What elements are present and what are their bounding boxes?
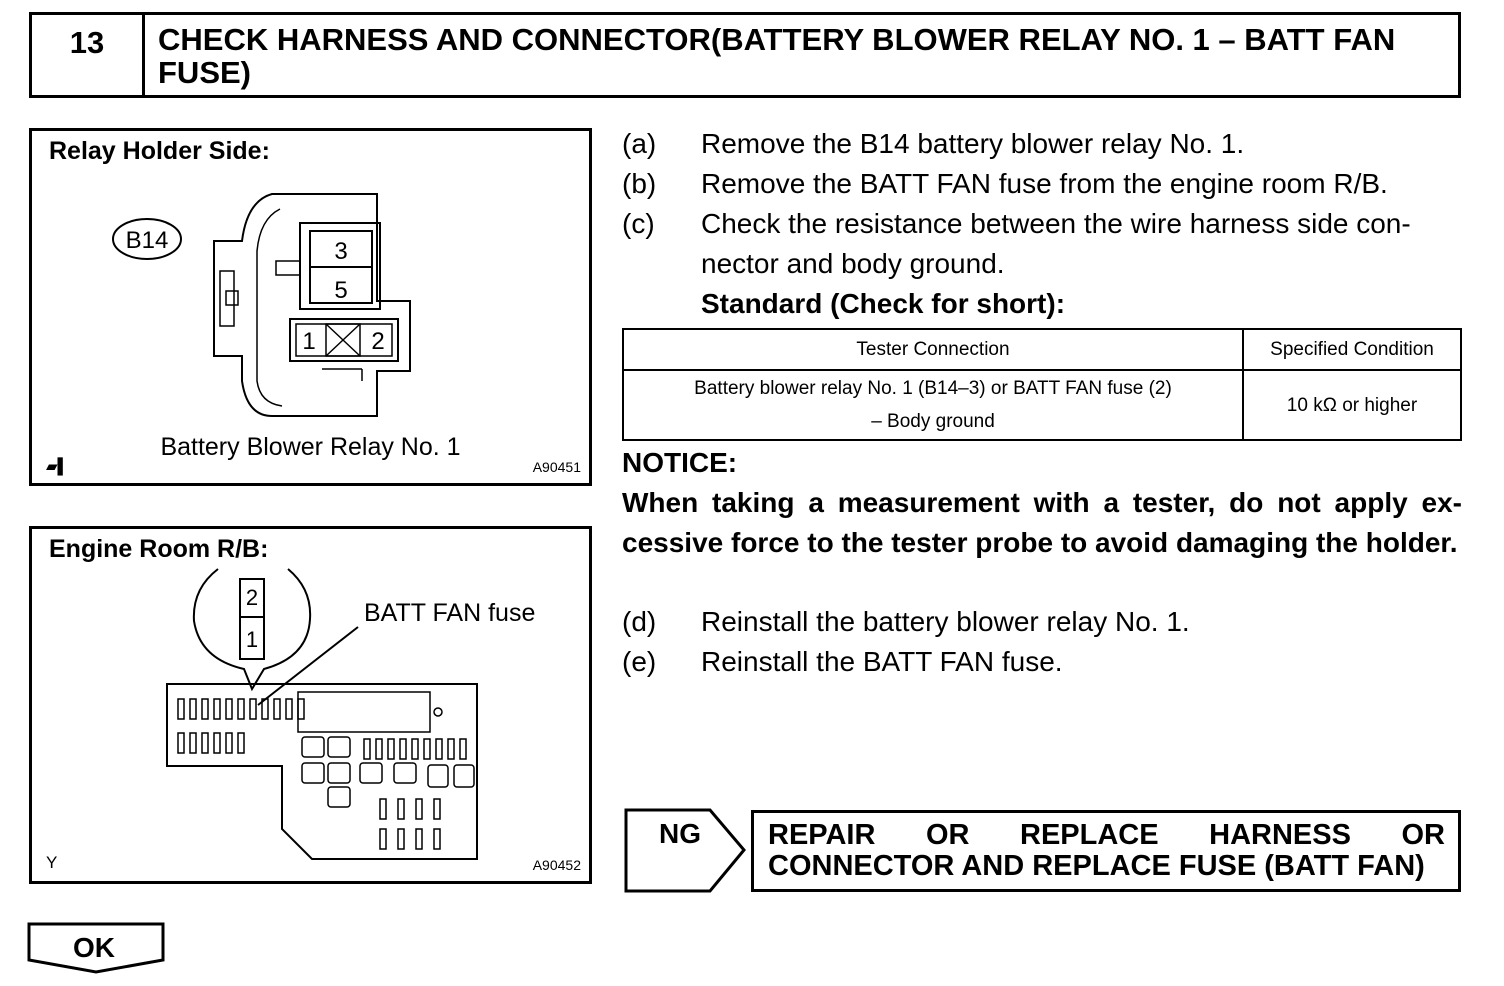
notice-heading: NOTICE:: [622, 447, 738, 478]
table-header: Tester Connection: [622, 328, 1244, 371]
step-title: CHECK HARNESS AND CONNECTOR(BATTERY BLOW…: [158, 22, 1396, 90]
relay-connector-diagram: B14 3 5 1 2: [112, 193, 411, 417]
pin-3-label: 3: [334, 238, 347, 265]
fuse-pin-2: 2: [246, 585, 258, 610]
standard-label: Standard (Check for short):: [701, 288, 1066, 319]
figure-caption: Battery Blower Relay No. 1: [160, 433, 461, 461]
relay-block-diagram: 2 1: [166, 568, 478, 860]
notice-text: When taking a measurement with a tester,…: [622, 487, 1462, 558]
ng-result-line2: CONNECTOR AND REPLACE FUSE (BATT FAN): [768, 850, 1425, 882]
engine-room-rb-figure: Engine Room R/B: 2 1: [29, 526, 592, 884]
step-b: (b) Remove the BATT FAN fuse from the en…: [622, 168, 1388, 199]
procedure-steps: (a) Remove the B14 battery blower relay …: [622, 124, 1462, 324]
step-c-continued: nector and body ground.: [701, 248, 1005, 279]
step-e: (e) Reinstall the BATT FAN fuse.: [622, 646, 1063, 677]
figure-corner-mark: Y: [46, 853, 58, 872]
ok-label: OK: [73, 932, 115, 963]
figure-mark-icon: ▰▌: [46, 458, 69, 475]
ng-result-line1: REPAIR OR REPLACE HARNESS OR: [768, 819, 1445, 851]
step-header: 13 CHECK HARNESS AND CONNECTOR(BATTERY B…: [29, 12, 1461, 98]
step-number: 13: [32, 15, 145, 95]
ng-arrow-icon: NG: [624, 808, 746, 893]
figure-title: Relay Holder Side:: [49, 137, 270, 165]
fuse-label: BATT FAN fuse: [364, 599, 536, 627]
step-c: (c) Check the resistance between the wir…: [622, 208, 1411, 239]
procedure-steps-after: (d) Reinstall the battery blower relay N…: [622, 602, 1462, 682]
table-cell-condition: 10 kΩ or higher: [1242, 369, 1462, 441]
table-header: Specified Condition: [1242, 328, 1462, 371]
ok-arrow-icon: OK: [27, 922, 165, 974]
connector-id: B14: [126, 227, 169, 254]
figure-title: Engine Room R/B:: [49, 535, 269, 563]
figure-code: A90451: [532, 459, 581, 475]
connector-id-ellipse: [112, 218, 182, 260]
pin-1-label: 1: [302, 328, 315, 355]
ok-branch: OK: [27, 922, 167, 981]
figure-code: A90452: [532, 857, 581, 873]
table-cell-connection: Battery blower relay No. 1 (B14–3) or BA…: [622, 369, 1244, 441]
relay-holder-figure: Relay Holder Side: B14 3 5 1 2 Battery B…: [29, 128, 592, 486]
spec-table: Tester Connection Specified Condition Ba…: [622, 328, 1462, 441]
pin-2-label: 2: [371, 328, 384, 355]
ng-label: NG: [659, 818, 701, 849]
table-row: Battery blower relay No. 1 (B14–3) or BA…: [622, 369, 1462, 441]
pin-5-label: 5: [334, 277, 347, 304]
notice: NOTICE: When taking a measurement with a…: [622, 443, 1462, 563]
ng-branch: NG: [624, 808, 748, 899]
ng-result-box: REPAIR OR REPLACE HARNESS OR CONNECTOR A…: [751, 810, 1461, 892]
step-d: (d) Reinstall the battery blower relay N…: [622, 606, 1190, 637]
step-a: (a) Remove the B14 battery blower relay …: [622, 128, 1245, 159]
fuse-pin-1: 1: [246, 627, 258, 652]
